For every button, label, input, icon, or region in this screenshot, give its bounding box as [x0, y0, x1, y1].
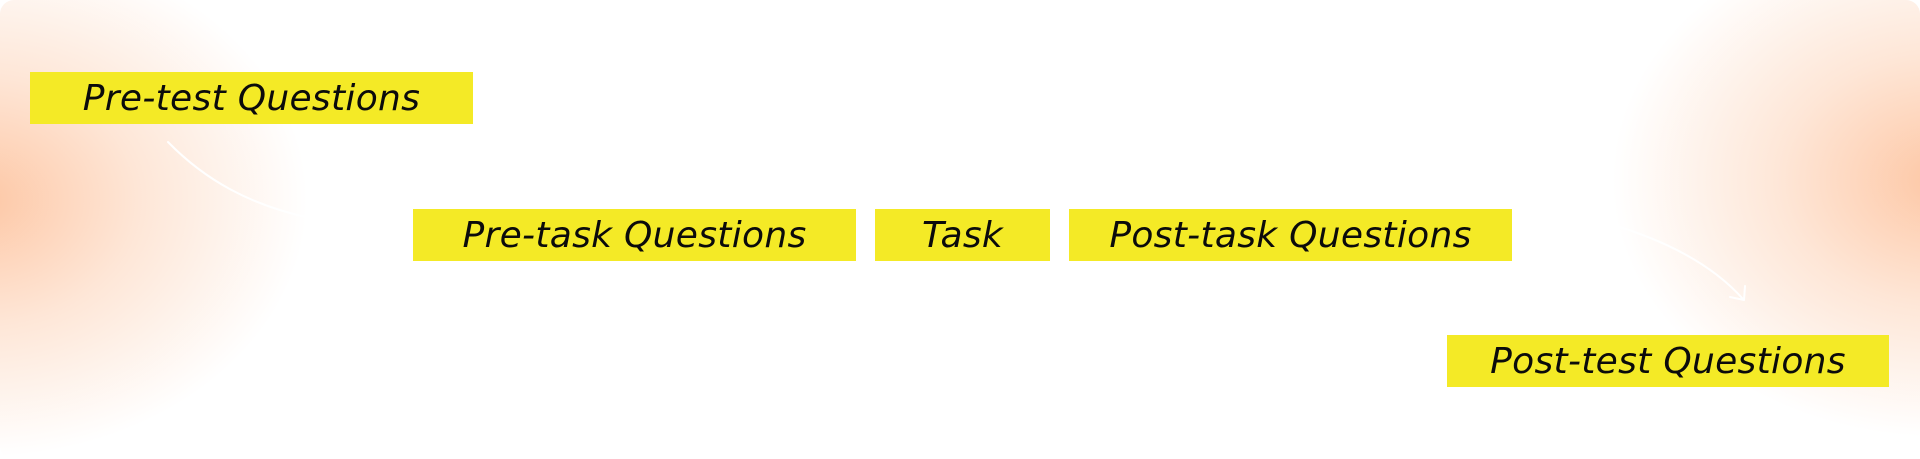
node-posttest-questions: Post-test Questions: [1447, 335, 1889, 387]
node-label: Pre-test Questions: [82, 77, 421, 119]
node-pretest-questions: Pre-test Questions: [30, 72, 473, 124]
arrowhead-icon: [1729, 285, 1746, 301]
node-task: Task: [875, 209, 1050, 261]
node-label: Task: [921, 214, 1004, 256]
connector-posttask-to-posttest: [1602, 221, 1744, 300]
node-label: Post-test Questions: [1490, 340, 1846, 382]
node-posttask-questions: Post-task Questions: [1069, 209, 1512, 261]
node-pretask-questions: Pre-task Questions: [413, 209, 856, 261]
node-label: Pre-task Questions: [462, 214, 807, 256]
connector-pretest-to-pretask: [167, 141, 311, 219]
node-label: Post-task Questions: [1109, 214, 1472, 256]
